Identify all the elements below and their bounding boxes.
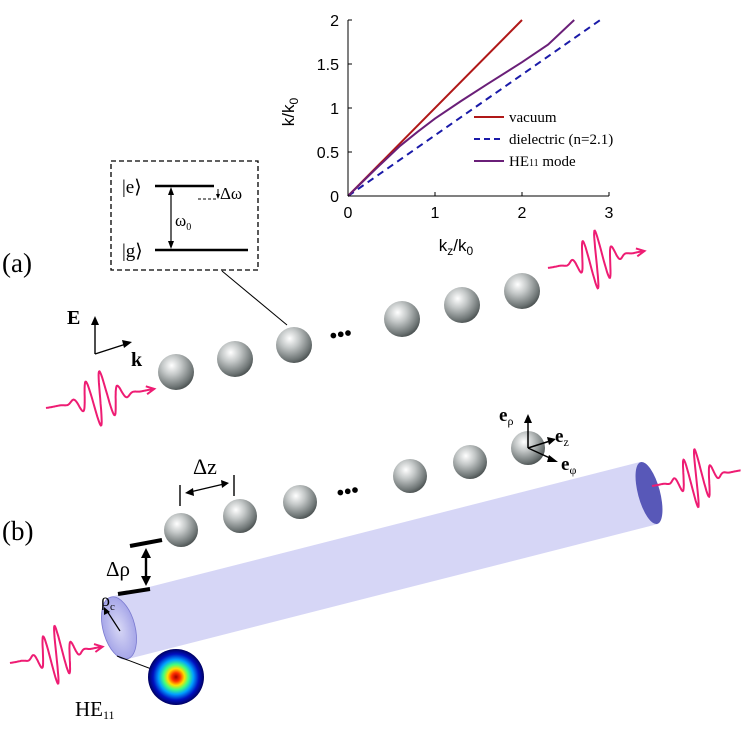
atom <box>384 301 420 337</box>
delta-rho-arrow-up <box>141 548 151 558</box>
outgoing-pulse-a <box>547 229 647 290</box>
atom-chain-a: ••• <box>158 273 540 390</box>
atom <box>158 354 194 390</box>
e-z-arrow-head <box>547 437 556 445</box>
atom <box>223 499 257 533</box>
e-phi-arrow-head <box>547 455 558 462</box>
atom-chain-b: ••• <box>164 431 545 547</box>
e-phi-label: eφ <box>561 454 576 477</box>
y-axis-label: k/k0 <box>279 97 301 126</box>
panel-b-label: (b) <box>2 516 33 546</box>
e-rho-arrow-head <box>524 414 532 423</box>
y-tick-label: 1.5 <box>317 57 339 74</box>
core-radius-arrow <box>106 610 121 632</box>
delta-omega-label: Δω <box>220 184 242 203</box>
incoming-pulse-b <box>9 624 105 685</box>
local-coordinate-frame: eρ ez eφ <box>499 405 576 477</box>
omega0-label: ω0 <box>175 211 191 233</box>
core-radius-label: ρc <box>101 590 115 613</box>
core-radius-arrow-head <box>104 607 110 615</box>
delta-z-label: Δz <box>193 454 217 479</box>
series-line-he11 <box>347 19 575 197</box>
delta-z-marker: Δz <box>179 454 235 506</box>
k-vector-arrow-head <box>122 340 132 348</box>
legend-label-vacuum: vacuum <box>509 110 557 126</box>
atom <box>283 485 317 519</box>
y-tick-label: 1 <box>330 101 339 118</box>
he11-label: HE11 <box>75 697 115 722</box>
e-z-label: ez <box>555 426 569 449</box>
delta-rho-bottom-bar <box>117 587 151 596</box>
delta-z-arrow <box>189 483 225 493</box>
nanofiber <box>101 461 663 660</box>
x-axis-label: kz/k0 <box>439 236 474 258</box>
delta-z-arrow-right <box>221 480 229 488</box>
delta-rho-top-bar <box>129 538 163 548</box>
y-tick-label: 0 <box>330 189 339 206</box>
e-field-arrow-head <box>91 316 99 325</box>
delta-rho-label: Δρ <box>106 557 130 581</box>
series-line-dielectric <box>347 19 601 197</box>
fiber-body <box>110 462 658 659</box>
x-tick-label: 2 <box>518 205 527 222</box>
chart-axes-layer: 0 1 2 3 0 0.5 1 1.5 2 <box>317 13 614 222</box>
delta-omega-arrow-head <box>216 194 220 199</box>
x-tick-label: 3 <box>605 205 614 222</box>
k-vector-label: k <box>131 349 143 371</box>
inset-pointer-line <box>221 270 288 326</box>
e-z-arrow <box>527 440 551 449</box>
fiber-near-end <box>101 596 137 660</box>
ket-e-label: |e⟩ <box>122 177 142 198</box>
inset-frame <box>110 160 259 271</box>
legend-label-dielectric: dielectric (n=2.1) <box>509 132 613 148</box>
delta-rho-marker: Δρ <box>106 538 163 596</box>
atom <box>453 445 487 479</box>
energy-level-inset: |e⟩ |g⟩ ω0 Δω <box>110 160 288 326</box>
chart-legend: vacuum dielectric (n=2.1) HE11 mode <box>474 110 613 170</box>
panel-a-label: (a) <box>2 248 32 278</box>
e-field-label: E <box>67 307 80 329</box>
fiber-far-end <box>635 461 663 525</box>
outgoing-pulse-b <box>651 448 741 509</box>
y-tick-label: 0.5 <box>317 145 339 162</box>
dispersion-chart: 0 1 2 3 0 0.5 1 1.5 2 k/k0 kz/k0 vacuum dielectr… <box>279 13 614 258</box>
atom <box>444 287 480 323</box>
delta-rho-arrow-down <box>141 576 151 586</box>
legend-label-he11: HE11 mode <box>509 154 576 170</box>
omega0-arrow-head-up <box>168 187 174 195</box>
x-tick-label: 1 <box>431 205 440 222</box>
chart-series-layer <box>347 19 601 197</box>
ellipsis-dots-b: ••• <box>334 478 361 508</box>
x-tick-label: 0 <box>344 205 353 222</box>
atom <box>164 513 198 547</box>
atom <box>504 273 540 309</box>
k-vector-arrow <box>94 343 127 355</box>
incoming-pulse-a <box>45 370 157 427</box>
y-tick-label: 2 <box>330 13 339 30</box>
e-phi-arrow <box>527 447 553 460</box>
ellipsis-dots-a: ••• <box>327 321 354 351</box>
omega0-arrow-head-down <box>168 241 174 249</box>
delta-z-arrow-left <box>185 488 194 496</box>
atom <box>393 459 427 493</box>
e-rho-label: eρ <box>499 405 513 428</box>
atom <box>276 327 312 363</box>
atom <box>217 341 253 377</box>
field-axes: E k <box>67 307 143 371</box>
he11-mode-profile <box>148 649 204 705</box>
ket-g-label: |g⟩ <box>122 241 143 262</box>
